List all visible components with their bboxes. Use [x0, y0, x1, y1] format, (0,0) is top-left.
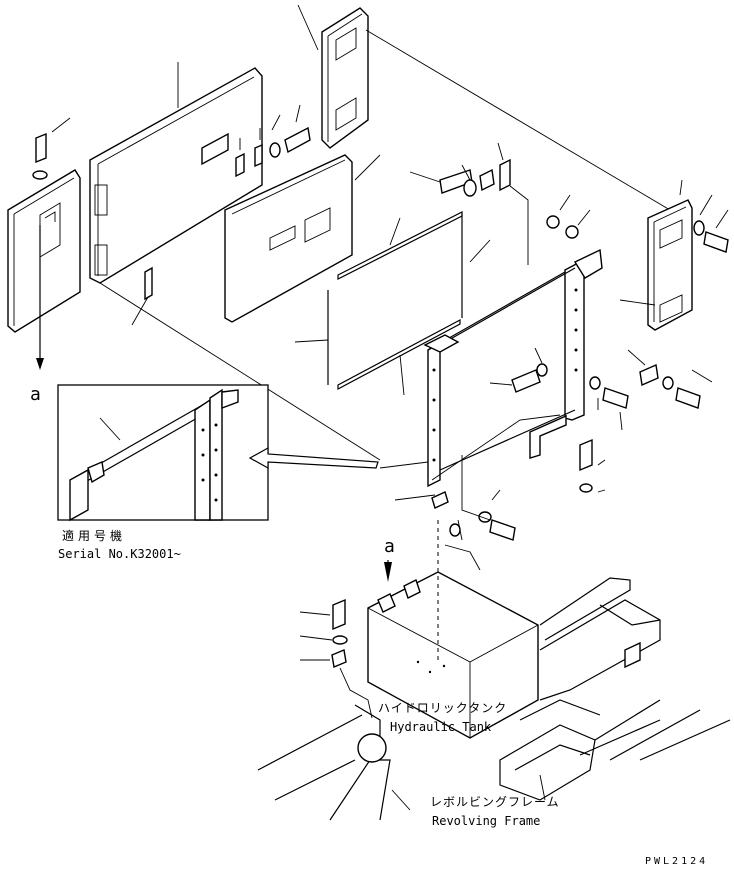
- washer-icon: [269, 142, 281, 158]
- bolt-icon: [489, 519, 516, 541]
- hydraulic-tank-label-en: Hydraulic Tank: [390, 720, 492, 734]
- clip-icon: [431, 491, 449, 509]
- latch-part: [254, 143, 263, 168]
- detail-marker-left: a: [30, 384, 41, 405]
- bolt-icon: [284, 126, 311, 154]
- bent-bracket: [529, 414, 567, 459]
- bolt-upper-left: [32, 117, 71, 180]
- assembly-line: [99, 282, 381, 461]
- hinge-plate-top: [297, 4, 369, 149]
- revolving-frame-label-en: Revolving Frame: [432, 814, 540, 828]
- main-door-panel: [89, 62, 263, 284]
- washer-icon: [332, 635, 348, 645]
- hydraulic-tank: [367, 520, 539, 739]
- revolving-frame-label-jp: レボルビングフレーム: [430, 795, 560, 809]
- latch-bracket: [144, 266, 153, 301]
- upper-bolts-group: [409, 142, 529, 265]
- nut-icon: [546, 215, 560, 229]
- washer-icon: [579, 483, 593, 493]
- nut-icon: [565, 225, 579, 239]
- bolt-icon: [579, 438, 593, 472]
- hydraulic-tank-label-jp: ハイドロリックタンク: [378, 701, 507, 715]
- bolt-icon: [332, 598, 346, 631]
- assembly-line: [365, 29, 671, 211]
- applicability-label: 適用号機: [62, 528, 126, 543]
- hinge-part: [235, 152, 245, 178]
- revolving-frame: [257, 577, 731, 821]
- washer-icon: [693, 220, 705, 236]
- drawing-code: PWL2124: [645, 856, 708, 867]
- center-frame: [379, 248, 603, 501]
- bolt-icon: [703, 231, 729, 253]
- detail-view-box: [57, 384, 269, 522]
- arrow-down-icon: [384, 562, 392, 582]
- serial-number-label: Serial No.K32001~: [58, 547, 181, 561]
- middle-bolt-set: [489, 347, 713, 431]
- detail-pointer-arrow-icon: [248, 446, 379, 470]
- arrow-down-icon: [36, 358, 44, 370]
- insulation-pad: [224, 154, 381, 323]
- clip-icon: [331, 649, 347, 668]
- detail-marker-tank: a: [384, 536, 395, 557]
- seal-strips: [294, 211, 491, 396]
- hose-clamp: [444, 544, 481, 571]
- washer-icon: [449, 523, 461, 537]
- left-door-panel: [7, 169, 81, 333]
- hinge-plate-right: [619, 179, 693, 331]
